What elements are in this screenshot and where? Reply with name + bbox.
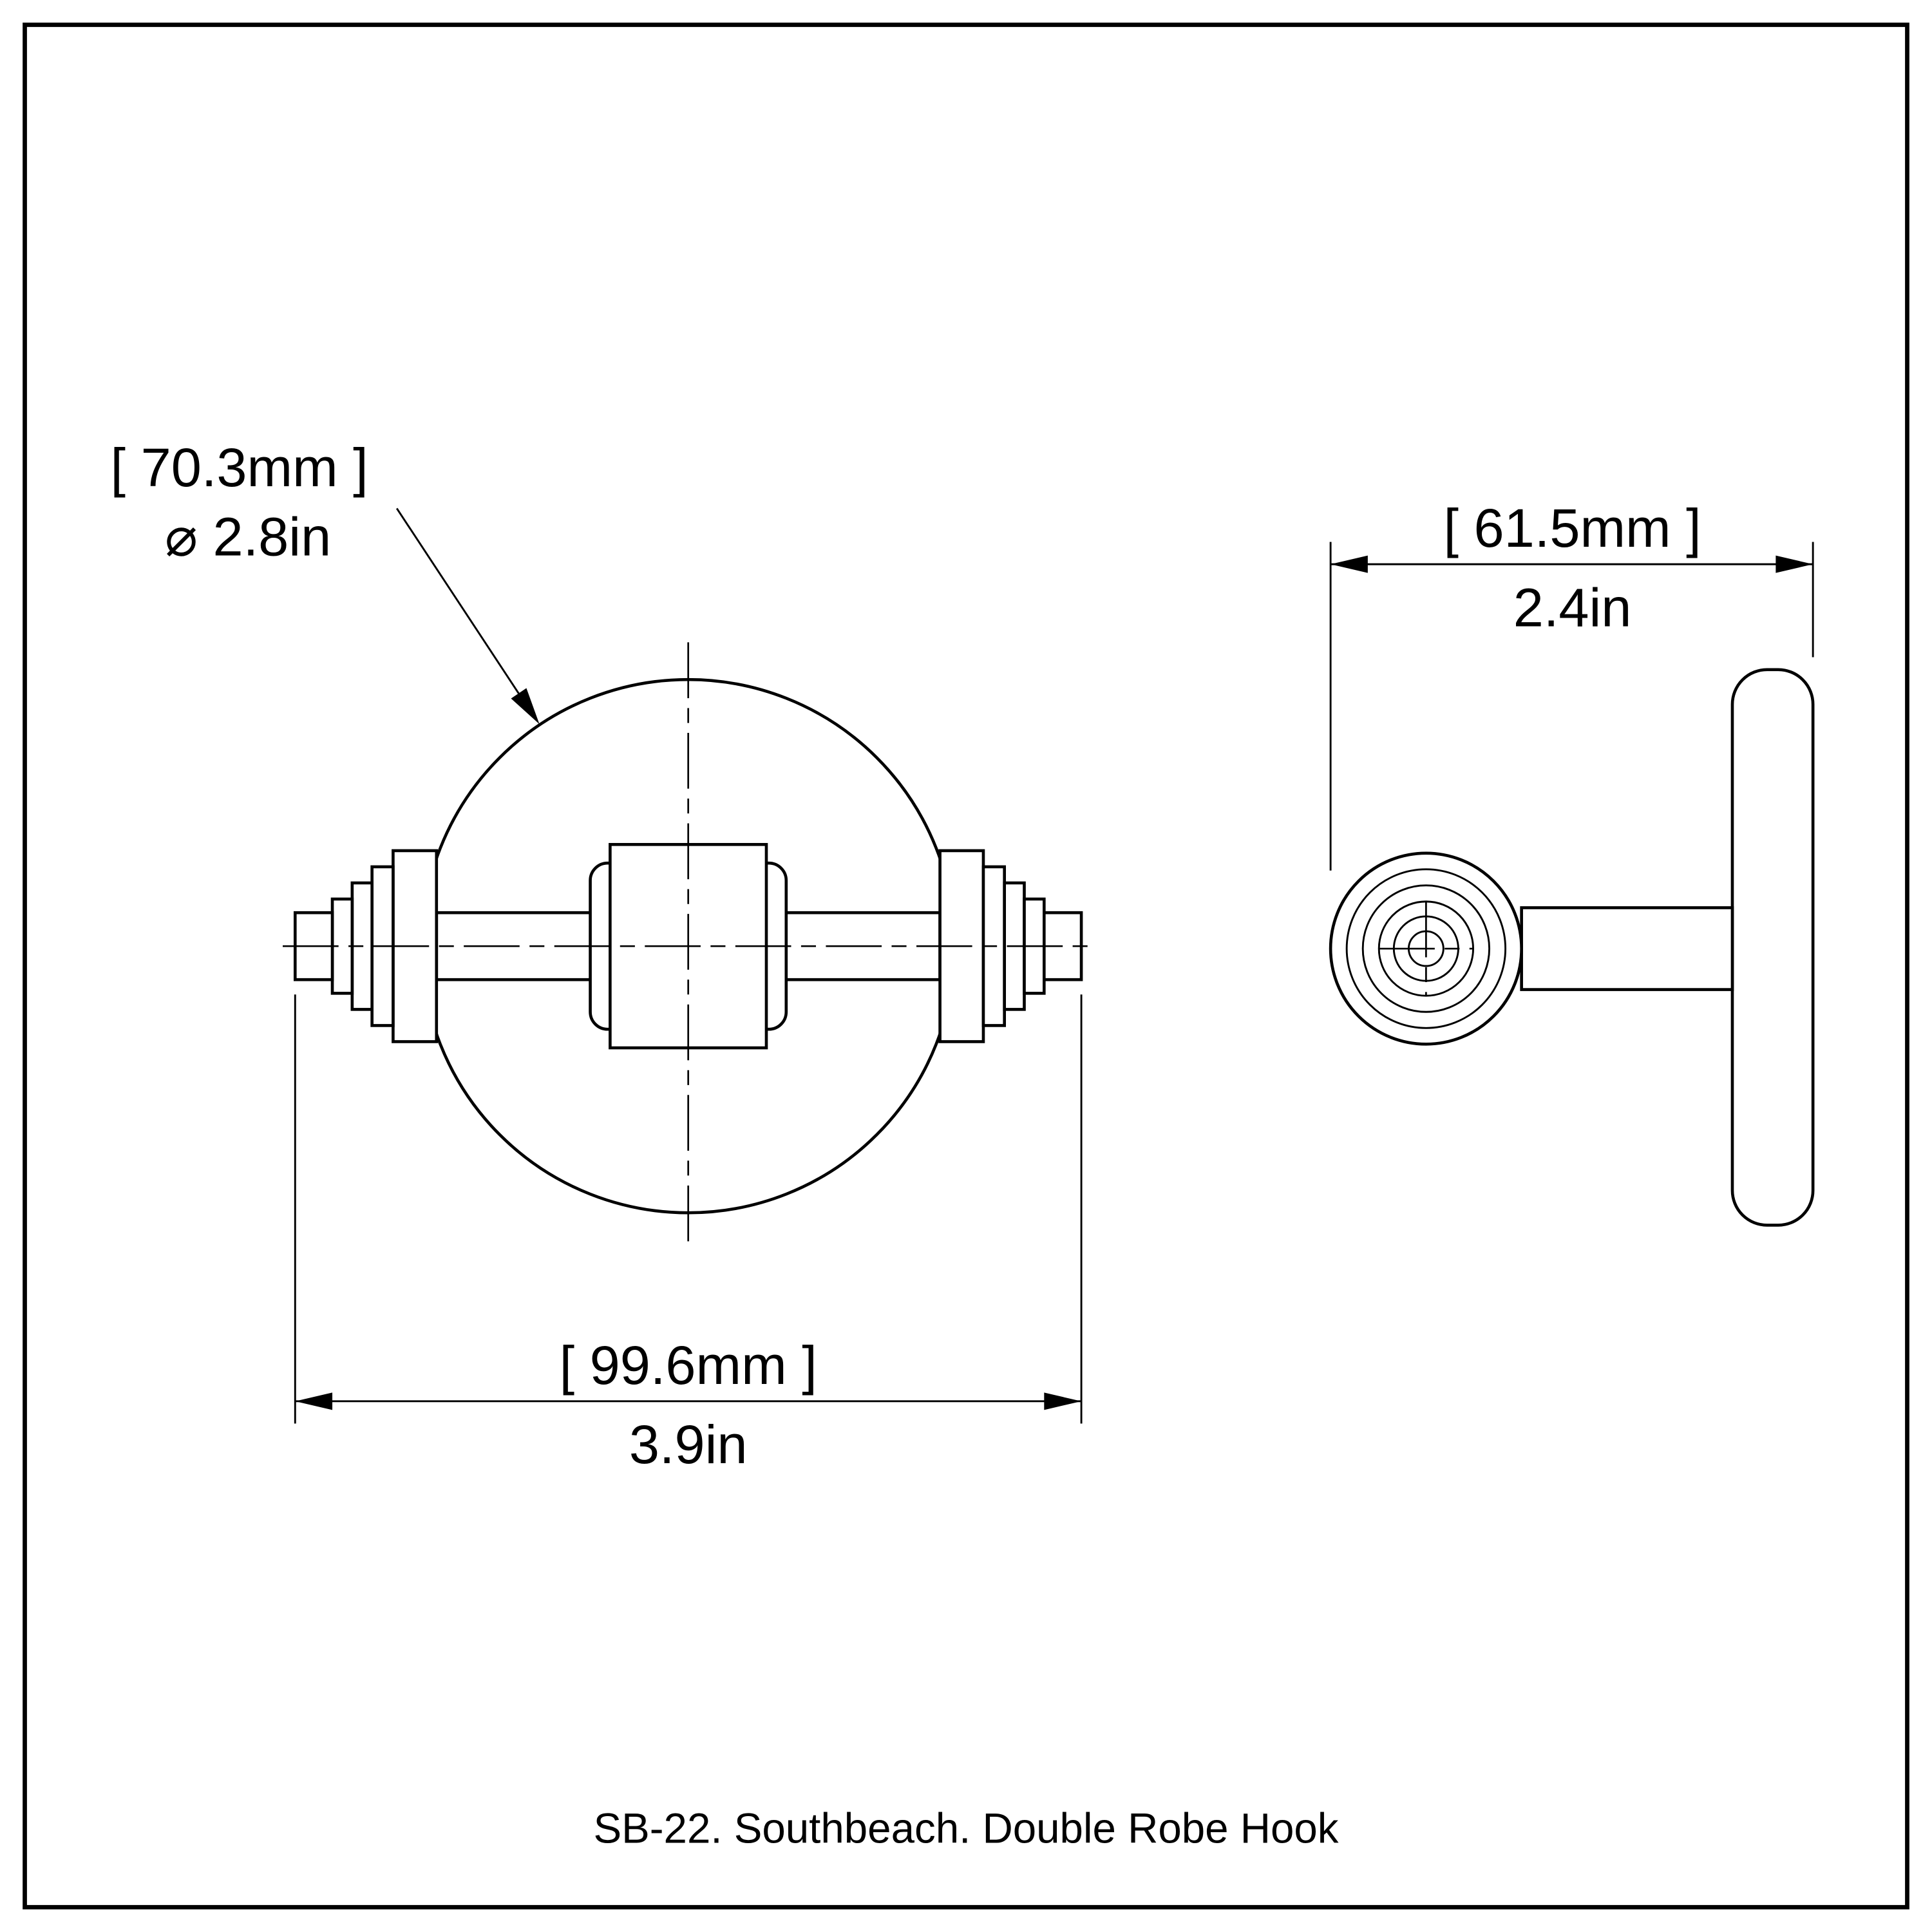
front-view: [ 70.3mm ] ⌀ 2.8in [ 99.6mm ] 3.9in [111, 437, 1097, 1475]
depth-mm-label: [ 61.5mm ] [1443, 497, 1701, 558]
hook-ring [1345, 868, 1507, 1029]
drawing-caption: SB-22. Southbeach. Double Robe Hook [593, 1804, 1338, 1852]
width-mm-label: [ 99.6mm ] [560, 1334, 817, 1396]
dim-arrow-left [295, 1392, 333, 1410]
dim-arrow-right [1044, 1392, 1082, 1410]
post [1520, 906, 1734, 991]
leader-line [395, 507, 535, 716]
width-dimension: [ 99.6mm ] 3.9in [294, 994, 1083, 1475]
border-frame [23, 23, 1909, 1909]
depth-dimension: [ 61.5mm ] 2.4in [1329, 497, 1814, 871]
dim-arrow-left [1331, 555, 1368, 573]
leader-arrowhead [511, 688, 540, 724]
width-in-label: 3.9in [629, 1414, 748, 1475]
diameter-mm-label: [ 70.3mm ] [111, 437, 368, 498]
diameter-in-label: ⌀ 2.8in [165, 506, 331, 567]
hook-ring [1361, 884, 1491, 1013]
depth-in-label: 2.4in [1513, 576, 1632, 638]
side-view: [ 61.5mm ] 2.4in [1329, 497, 1815, 1227]
dim-arrow-right [1776, 555, 1814, 573]
diameter-dimension: [ 70.3mm ] ⌀ 2.8in [111, 437, 540, 724]
backplate-profile [1730, 668, 1815, 1227]
